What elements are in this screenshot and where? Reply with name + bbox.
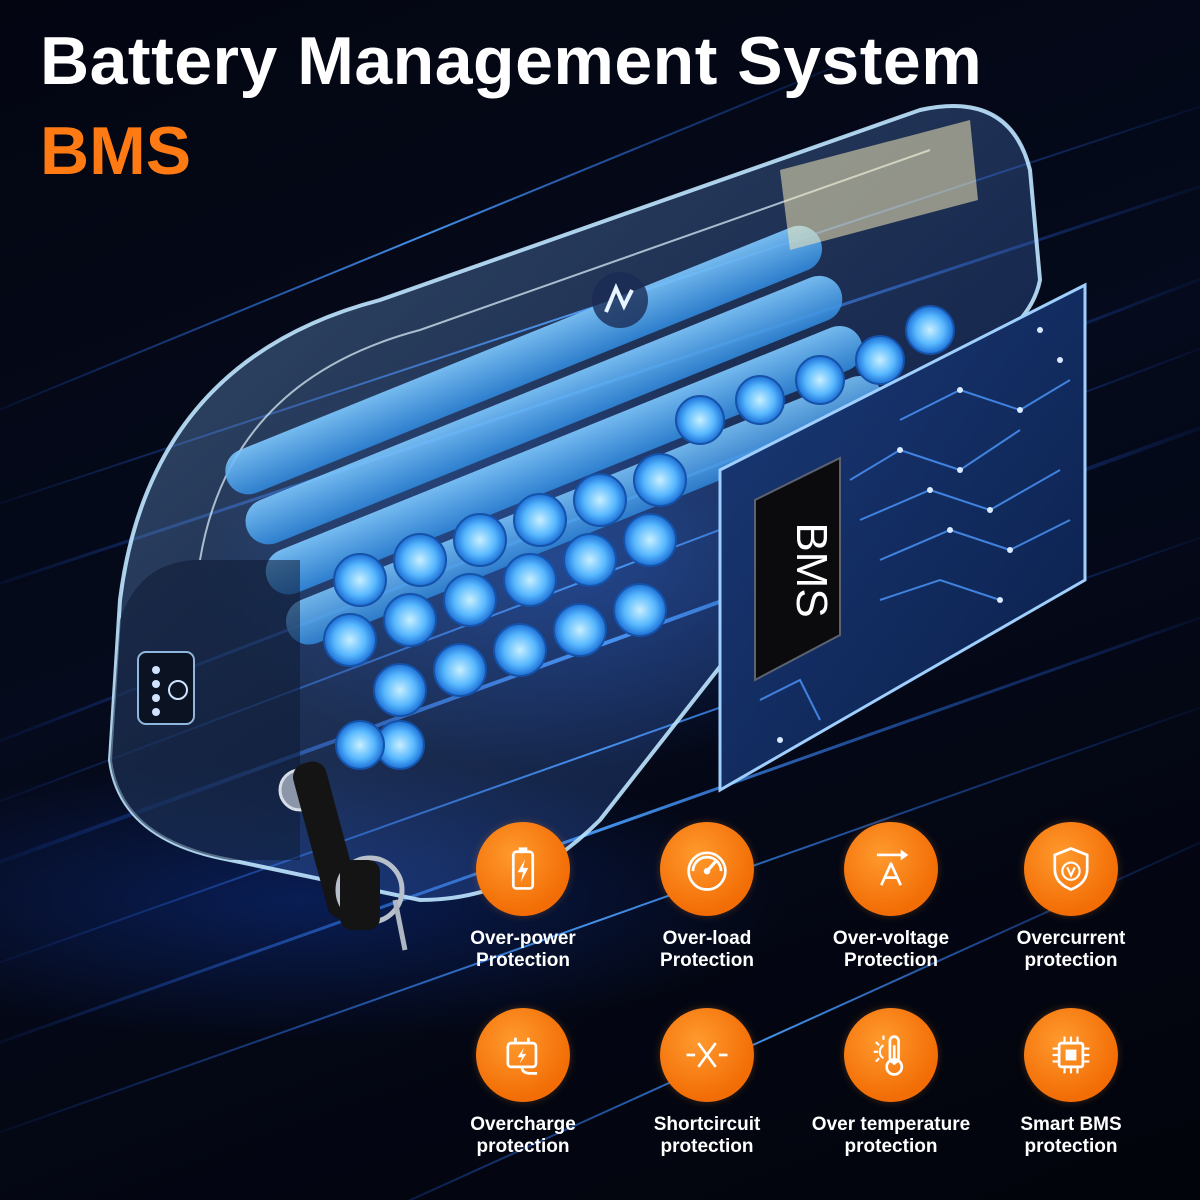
key-icon bbox=[278, 761, 408, 951]
feature-label-line2: protection bbox=[844, 1136, 938, 1157]
feature-label-line2: protection bbox=[1024, 1136, 1118, 1157]
feature-overcurrent: Overcurrent protection bbox=[971, 822, 1171, 972]
feature-label-line1: Overcharge bbox=[470, 1114, 576, 1135]
feature-label-line1: Over-load bbox=[662, 928, 752, 949]
feature-smart-bms: Smart BMS protection bbox=[971, 1008, 1171, 1158]
brand-logo bbox=[592, 272, 648, 328]
battery-cells bbox=[225, 225, 955, 770]
feature-label-line1: Over temperature bbox=[811, 1114, 971, 1135]
feature-label-line2: Protection bbox=[476, 950, 570, 971]
feature-over-load: Over-load Protection bbox=[607, 822, 807, 972]
feature-over-voltage: Over-voltage Protection bbox=[791, 822, 991, 972]
feature-label-line1: Over-power bbox=[470, 928, 576, 949]
feature-over-temperature: Over temperature protection bbox=[791, 1008, 991, 1158]
feature-label-line2: protection bbox=[476, 1136, 570, 1157]
feature-label-line1: Shortcircuit bbox=[653, 1114, 761, 1135]
voltage-arrow-icon bbox=[876, 849, 909, 886]
feature-shortcircuit: Shortcircuit protection bbox=[607, 1008, 807, 1158]
feature-overcharge: Overcharge protection bbox=[423, 1008, 623, 1158]
feature-label-line1: Smart BMS bbox=[1020, 1114, 1122, 1135]
battery-bolt-icon bbox=[511, 847, 535, 890]
bms-circuit-board: BMS bbox=[718, 282, 1087, 793]
chip-icon bbox=[1052, 1036, 1090, 1074]
short-circuit-icon bbox=[686, 1042, 728, 1068]
shield-v-icon bbox=[1053, 847, 1089, 891]
feature-label-line2: protection bbox=[660, 1136, 754, 1157]
charge-indicator bbox=[137, 651, 195, 725]
feature-label-line1: Overcurrent bbox=[1016, 928, 1126, 949]
feature-label-line2: protection bbox=[1024, 950, 1118, 971]
page-title: Battery Management System bbox=[40, 23, 983, 99]
feature-label-line1: Over-voltage bbox=[832, 928, 950, 949]
bms-chip bbox=[754, 456, 841, 682]
feature-label-line2: Protection bbox=[844, 950, 938, 971]
warning-label bbox=[780, 120, 978, 250]
feature-label-line2: Protection bbox=[660, 950, 754, 971]
thermometer-sun-icon bbox=[873, 1035, 904, 1076]
charger-plug-icon bbox=[506, 1037, 538, 1075]
feature-over-power: Over-power Protection bbox=[423, 822, 623, 972]
page-subtitle: BMS bbox=[40, 113, 192, 189]
bms-chip-label: BMS bbox=[787, 522, 836, 617]
gauge-icon bbox=[687, 851, 727, 891]
